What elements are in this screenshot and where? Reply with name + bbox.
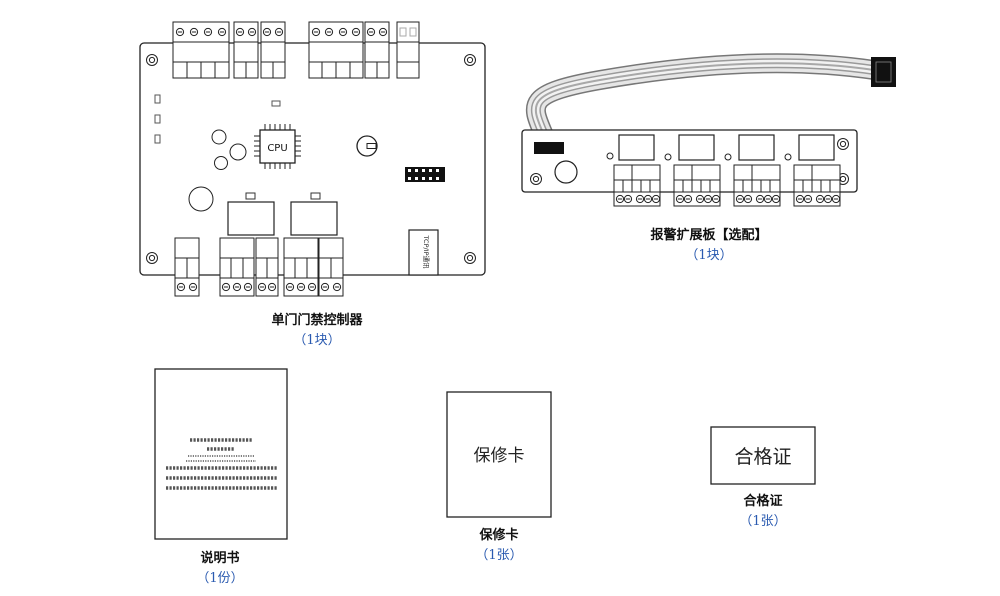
alarm-relay-4	[793, 134, 841, 207]
alarm-board-quantity: （1块）	[685, 248, 733, 263]
led-indicator	[154, 134, 161, 144]
alarm-relay-1	[613, 134, 672, 207]
alarm-board-caption: 报警扩展板【选配】	[650, 228, 768, 243]
alarm-relay-2	[673, 134, 732, 207]
controller-quantity: （1块）	[293, 333, 341, 348]
cpu-label: CPU	[267, 143, 287, 154]
bottom-terminal-block-3	[255, 237, 279, 297]
top-terminal-block-4	[308, 21, 364, 79]
mounting-hole	[464, 252, 476, 264]
warranty-caption-group: 保修卡 （1张）	[449, 524, 549, 563]
capacitor	[211, 129, 227, 145]
led-indicator	[154, 114, 161, 124]
warranty-quantity: （1张）	[475, 548, 523, 563]
relay	[227, 201, 275, 236]
access-controller-board: CPU TCP/IP通讯	[139, 21, 486, 297]
top-terminal-block-1	[172, 21, 230, 79]
bottom-terminal-block-4	[283, 237, 319, 297]
top-terminal-block-5	[364, 21, 390, 79]
tcp-ip-label: TCP/IP通讯	[422, 234, 431, 269]
certificate-quantity: （1张）	[739, 514, 787, 529]
certificate-caption: 合格证	[743, 494, 783, 509]
certificate-card-text: 合格证	[734, 446, 791, 468]
relay	[290, 201, 338, 236]
warranty-caption: 保修卡	[479, 528, 519, 543]
bottom-terminal-block-1	[174, 237, 200, 297]
bottom-terminal-block-5	[318, 237, 344, 297]
alarm-board-caption-group: 报警扩展板【选配】 （1块）	[629, 224, 789, 263]
certificate-caption-group: 合格证 （1张）	[713, 490, 813, 529]
capacitor	[188, 186, 214, 212]
mounting-hole	[146, 54, 158, 66]
top-terminal-block-6	[396, 21, 420, 79]
cable-connector	[871, 57, 896, 87]
controller-caption: 单门门禁控制器	[271, 313, 363, 328]
mounting-hole	[146, 252, 158, 264]
warranty-card: 保修卡	[446, 391, 552, 518]
controller-caption-group: 单门门禁控制器 （1块）	[247, 309, 387, 348]
pin-header	[405, 167, 445, 182]
bottom-terminal-block-2	[219, 237, 255, 297]
capacitor	[554, 160, 578, 184]
manual-caption-group: 说明书 （1份）	[170, 547, 270, 586]
buzzer	[356, 135, 378, 157]
manual-quantity: （1份）	[196, 571, 244, 586]
ribbon-cable	[526, 53, 876, 144]
alarm-expansion-board	[521, 53, 896, 207]
mounting-hole	[464, 54, 476, 66]
top-terminal-block-3	[260, 21, 286, 79]
certificate-card: 合格证	[710, 426, 816, 485]
warranty-card-text: 保修卡	[474, 446, 525, 466]
top-terminal-block-2	[233, 21, 259, 79]
ribbon-header	[534, 142, 564, 154]
alarm-relay-3	[733, 134, 792, 207]
network-port: TCP/IP通讯	[408, 229, 439, 276]
led-indicator	[154, 94, 161, 104]
cpu-chip: CPU	[254, 124, 301, 169]
capacitor	[229, 143, 247, 161]
manual-caption: 说明书	[200, 551, 240, 566]
capacitor	[214, 156, 228, 170]
manual-booklet	[154, 368, 288, 540]
